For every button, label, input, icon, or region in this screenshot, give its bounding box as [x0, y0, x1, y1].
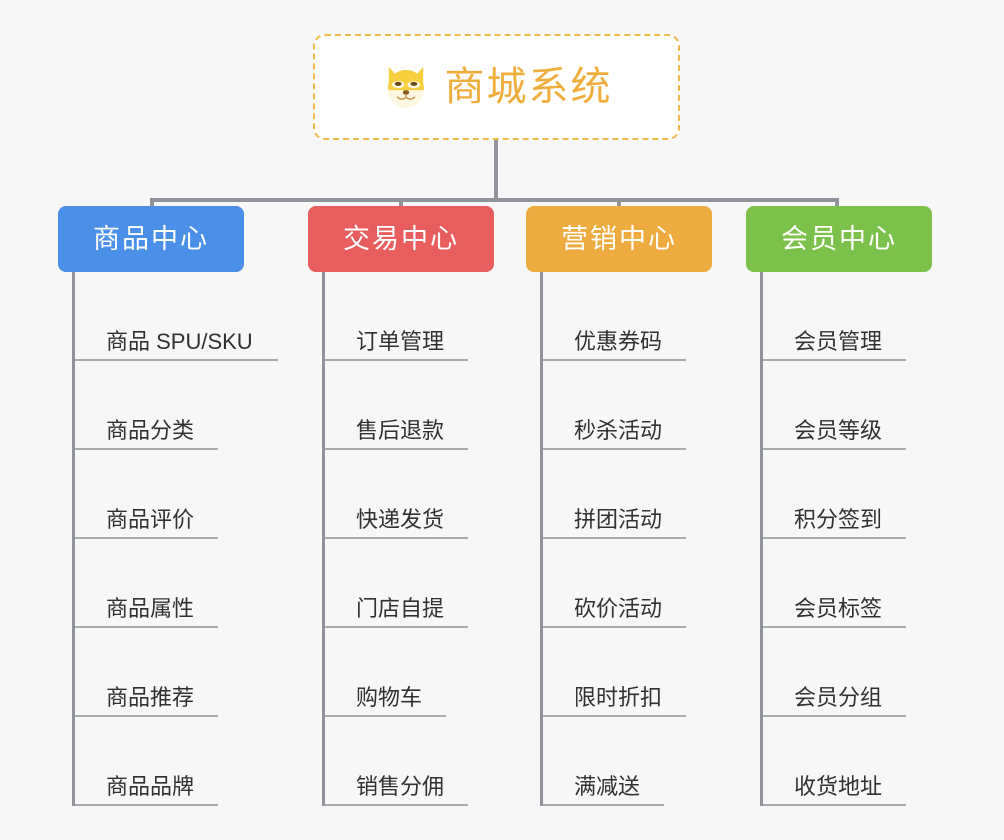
- leaf-rule: [763, 537, 906, 539]
- leaf-rule: [543, 537, 686, 539]
- leaf-item[interactable]: 满减送: [540, 717, 712, 806]
- leaf-rule: [763, 359, 906, 361]
- connector-drop-3: [617, 198, 621, 206]
- leaf-rule: [75, 804, 218, 806]
- leaf-item[interactable]: 会员分组: [760, 628, 932, 717]
- leaf-label: 商品评价: [106, 507, 195, 532]
- category-label-2: 交易中心: [343, 223, 459, 254]
- branch-column-1: 商品中心 商品 SPU/SKU 商品分类 商品评价 商品属性 商品推荐: [58, 206, 278, 806]
- leaf-item[interactable]: 秒杀活动: [540, 361, 712, 450]
- leaf-rule: [325, 537, 468, 539]
- leaf-label: 会员管理: [794, 329, 883, 354]
- category-label-1: 商品中心: [93, 223, 209, 254]
- leaf-label: 快递发货: [356, 507, 445, 532]
- leaf-label: 会员等级: [794, 418, 883, 443]
- leaf-list-3: 优惠券码 秒杀活动 拼团活动 砍价活动 限时折扣 满减送: [540, 272, 712, 806]
- leaf-label: 商品属性: [106, 596, 195, 621]
- leaf-label: 砍价活动: [574, 596, 663, 621]
- category-box-4[interactable]: 会员中心: [746, 206, 932, 272]
- connector-bus: [150, 198, 839, 202]
- leaf-item[interactable]: 快递发货: [322, 450, 494, 539]
- leaf-label: 收货地址: [794, 774, 883, 799]
- leaf-label: 满减送: [574, 774, 641, 799]
- leaf-label: 限时折扣: [574, 685, 663, 710]
- leaf-rule: [763, 715, 906, 717]
- leaf-label: 售后退款: [356, 418, 445, 443]
- category-box-3[interactable]: 营销中心: [526, 206, 712, 272]
- root-node[interactable]: 商城系统: [313, 34, 680, 140]
- branch-column-4: 会员中心 会员管理 会员等级 积分签到 会员标签 会员分组: [746, 206, 932, 806]
- leaf-rule: [543, 359, 686, 361]
- category-label-3: 营销中心: [561, 223, 677, 254]
- leaf-label: 商品 SPU/SKU: [106, 329, 253, 354]
- leaf-rule: [75, 537, 218, 539]
- leaf-item[interactable]: 商品评价: [72, 450, 244, 539]
- leaf-rule: [543, 715, 686, 717]
- leaf-rule: [543, 626, 686, 628]
- branch-column-3: 营销中心 优惠券码 秒杀活动 拼团活动 砍价活动 限时折扣: [526, 206, 712, 806]
- leaf-rule: [543, 448, 686, 450]
- leaf-label: 积分签到: [794, 507, 883, 532]
- connector-drop-4: [835, 198, 839, 206]
- leaf-item[interactable]: 商品推荐: [72, 628, 244, 717]
- leaf-item[interactable]: 积分签到: [760, 450, 932, 539]
- leaf-item[interactable]: 商品 SPU/SKU: [72, 272, 278, 361]
- leaf-rule: [75, 359, 278, 361]
- leaf-label: 商品推荐: [106, 685, 195, 710]
- leaf-item[interactable]: 会员管理: [760, 272, 932, 361]
- leaf-item[interactable]: 会员等级: [760, 361, 932, 450]
- category-box-2[interactable]: 交易中心: [308, 206, 494, 272]
- leaf-rule: [75, 626, 218, 628]
- leaf-label: 商品分类: [106, 418, 195, 443]
- leaf-item[interactable]: 售后退款: [322, 361, 494, 450]
- leaf-list-4: 会员管理 会员等级 积分签到 会员标签 会员分组 收货地址: [760, 272, 932, 806]
- leaf-item[interactable]: 商品分类: [72, 361, 244, 450]
- root-title: 商城系统: [444, 65, 613, 109]
- leaf-item[interactable]: 收货地址: [760, 717, 932, 806]
- leaf-item[interactable]: 门店自提: [322, 539, 494, 628]
- connector-drop-1: [150, 198, 154, 206]
- leaf-item[interactable]: 砍价活动: [540, 539, 712, 628]
- connector-drop-2: [399, 198, 403, 206]
- leaf-rule: [75, 448, 218, 450]
- leaf-label: 销售分佣: [356, 774, 445, 799]
- leaf-rule: [325, 715, 446, 717]
- leaf-item[interactable]: 拼团活动: [540, 450, 712, 539]
- leaf-rule: [325, 626, 468, 628]
- category-box-1[interactable]: 商品中心: [58, 206, 244, 272]
- leaf-rule: [325, 804, 468, 806]
- leaf-rule: [325, 448, 468, 450]
- leaf-item[interactable]: 购物车: [322, 628, 494, 717]
- leaf-list-1: 商品 SPU/SKU 商品分类 商品评价 商品属性 商品推荐 商品品牌: [72, 272, 278, 806]
- connector-root-stem: [494, 140, 498, 202]
- leaf-label: 优惠券码: [574, 329, 663, 354]
- leaf-rule: [75, 715, 218, 717]
- leaf-item[interactable]: 商品属性: [72, 539, 244, 628]
- leaf-rule: [763, 804, 906, 806]
- leaf-rule: [763, 626, 906, 628]
- leaf-rule: [543, 804, 664, 806]
- leaf-item[interactable]: 商品品牌: [72, 717, 244, 806]
- leaf-label: 拼团活动: [574, 507, 663, 532]
- leaf-item[interactable]: 销售分佣: [322, 717, 494, 806]
- leaf-label: 购物车: [356, 685, 423, 710]
- leaf-label: 商品品牌: [106, 774, 195, 799]
- leaf-item[interactable]: 优惠券码: [540, 272, 712, 361]
- branch-column-2: 交易中心 订单管理 售后退款 快递发货 门店自提 购物车: [308, 206, 494, 806]
- leaf-item[interactable]: 订单管理: [322, 272, 494, 361]
- leaf-rule: [325, 359, 468, 361]
- shiba-dog-face-icon: [387, 66, 424, 109]
- leaf-label: 会员分组: [794, 685, 883, 710]
- leaf-item[interactable]: 限时折扣: [540, 628, 712, 717]
- leaf-label: 秒杀活动: [574, 418, 663, 443]
- leaf-label: 会员标签: [794, 596, 883, 621]
- leaf-label: 订单管理: [356, 329, 445, 354]
- leaf-label: 门店自提: [356, 596, 445, 621]
- leaf-rule: [763, 448, 906, 450]
- leaf-item[interactable]: 会员标签: [760, 539, 932, 628]
- category-label-4: 会员中心: [781, 223, 897, 254]
- leaf-list-2: 订单管理 售后退款 快递发货 门店自提 购物车 销售分佣: [322, 272, 494, 806]
